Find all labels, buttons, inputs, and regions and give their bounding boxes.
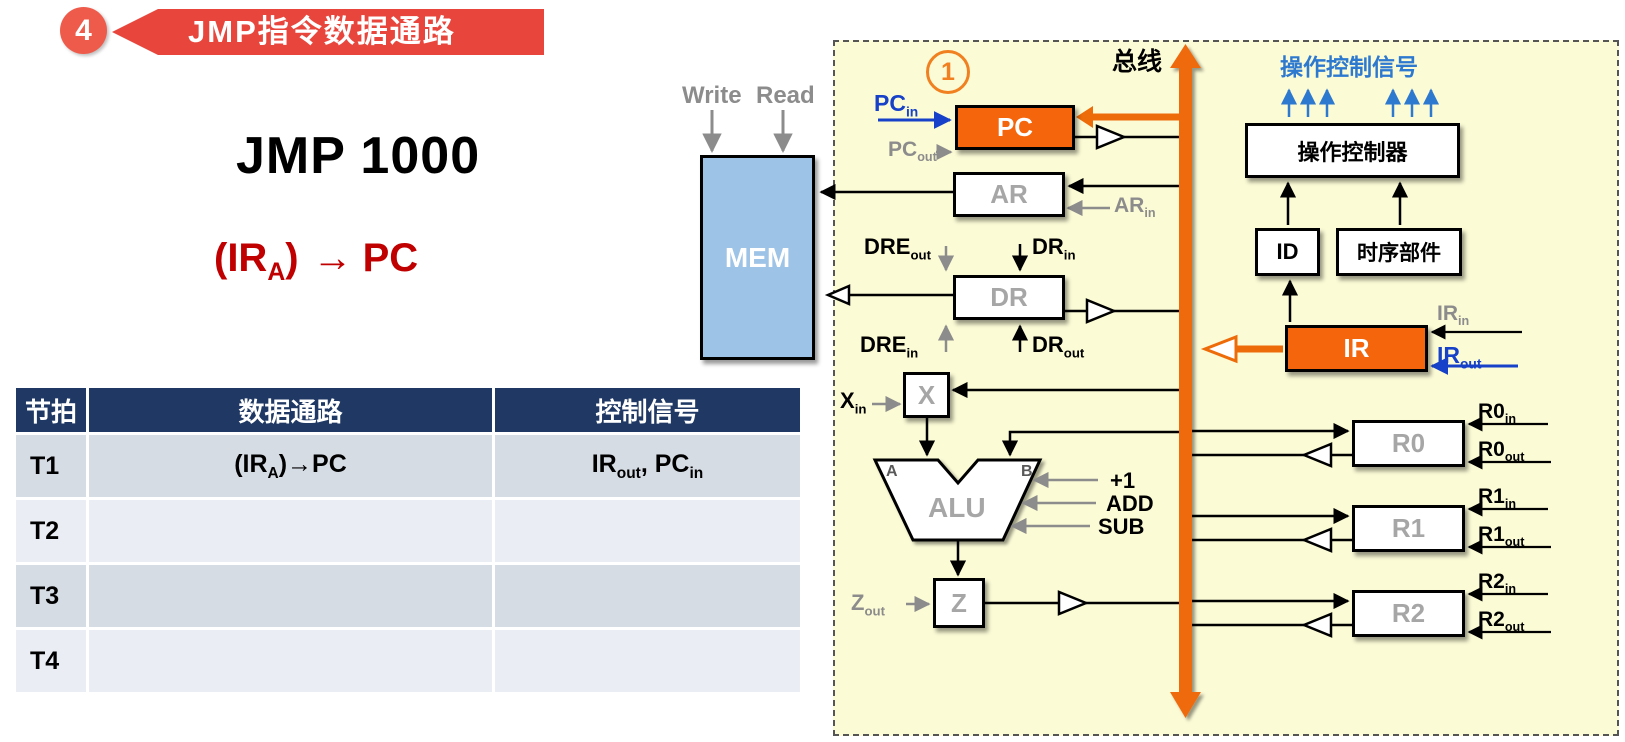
datapath-cell (89, 565, 492, 627)
write-label: Write (682, 82, 742, 109)
dre-out-label: DREout (864, 234, 931, 263)
alu-label: ALU (928, 492, 986, 523)
timing-table: 节拍 数据通路 控制信号 T1 (IRA)→PC IRout, PCin T2 … (13, 385, 803, 695)
x-block: X (903, 372, 950, 418)
alu-op-add-label: ADD (1106, 491, 1154, 516)
dr-out-label: DRout (1032, 332, 1085, 361)
col-header-signals: 控制信号 (495, 388, 800, 432)
ar-block: AR (953, 172, 1065, 217)
right-arrow-icon: → (312, 236, 353, 280)
sig-sub2: in (689, 464, 704, 482)
r2-in-label: R2in (1478, 570, 1517, 597)
pc-out-label: PCout (888, 138, 937, 165)
sig-text2: , PC (640, 449, 690, 478)
beat-cell: T4 (16, 630, 86, 692)
col-header-beat: 节拍 (16, 388, 86, 432)
dp-text: (IR (234, 449, 268, 478)
table-row-t1: T1 (IRA)→PC IRout, PCin (16, 435, 800, 497)
dp-text2: )→PC (278, 449, 347, 478)
x-in-label: Xin (840, 388, 867, 417)
beat-cell: T3 (16, 565, 86, 627)
r0-in-label: R0in (1478, 400, 1517, 427)
instruction-title: JMP 1000 (236, 127, 481, 185)
datapath-cell: (IRA)→PC (89, 435, 492, 497)
alu-op-sub-label: SUB (1098, 514, 1145, 539)
control-signals-title: 操作控制信号 (1280, 54, 1418, 80)
r2-out-label: R2out (1478, 608, 1525, 635)
datapath-cell (89, 500, 492, 562)
r1-block: R1 (1352, 505, 1465, 552)
signals-cell (495, 565, 800, 627)
signals-cell (495, 630, 800, 692)
r2-block: R2 (1352, 590, 1465, 637)
alu-input-a-label: A (886, 463, 898, 480)
bus-label: 总线 (1112, 48, 1163, 76)
alu-op-plus1-label: +1 (1110, 468, 1136, 493)
operation-controller-block: 操作控制器 (1245, 123, 1460, 178)
sig-text: IR (591, 449, 617, 478)
id-block: ID (1255, 228, 1320, 276)
dr-block: DR (953, 275, 1065, 320)
datapath-cell (89, 630, 492, 692)
r1-out-label: R1out (1478, 523, 1525, 550)
alu-input-b-label: B (1021, 463, 1033, 480)
banner-title: JMP指令数据通路 (112, 9, 544, 55)
r0-block: R0 (1352, 420, 1465, 467)
op-target: PC (362, 236, 419, 280)
table-row-t4: T4 (16, 630, 800, 692)
col-header-datapath: 数据通路 (89, 388, 492, 432)
operation-text: (IRA) →PC (214, 236, 418, 287)
signals-cell: IRout, PCin (495, 435, 800, 497)
op-sub: A (267, 259, 286, 286)
read-label: Read (756, 82, 815, 109)
beat-cell: T1 (16, 435, 86, 497)
z-block: Z (933, 578, 985, 628)
ir-block: IR (1285, 325, 1428, 372)
op-post: ) (285, 236, 299, 280)
ir-out-label: IRout (1437, 342, 1482, 372)
timing-unit-block: 时序部件 (1336, 228, 1462, 276)
beat-cell: T2 (16, 500, 86, 562)
pc-in-label: PCin (874, 90, 919, 120)
dr-in-label: DRin (1032, 234, 1076, 263)
pc-block: PC (955, 105, 1075, 150)
table-header-row: 节拍 数据通路 控制信号 (16, 388, 800, 432)
mem-block: MEM (700, 155, 815, 360)
step-number-badge: 4 (60, 7, 107, 54)
signals-cell (495, 500, 800, 562)
table-row-t2: T2 (16, 500, 800, 562)
ir-in-label: IRin (1437, 302, 1470, 329)
sig-sub: out (616, 464, 641, 482)
op-pre: (IR (214, 236, 268, 280)
r1-in-label: R1in (1478, 485, 1517, 512)
dp-sub: A (267, 464, 279, 482)
step-marker: 1 (926, 50, 970, 94)
table-row-t3: T3 (16, 565, 800, 627)
r0-out-label: R0out (1478, 438, 1525, 465)
ar-in-label: ARin (1114, 194, 1156, 221)
mem-write-read-arrows (702, 110, 793, 153)
dre-in-label: DREin (860, 332, 919, 361)
z-out-label: Zout (851, 590, 885, 619)
